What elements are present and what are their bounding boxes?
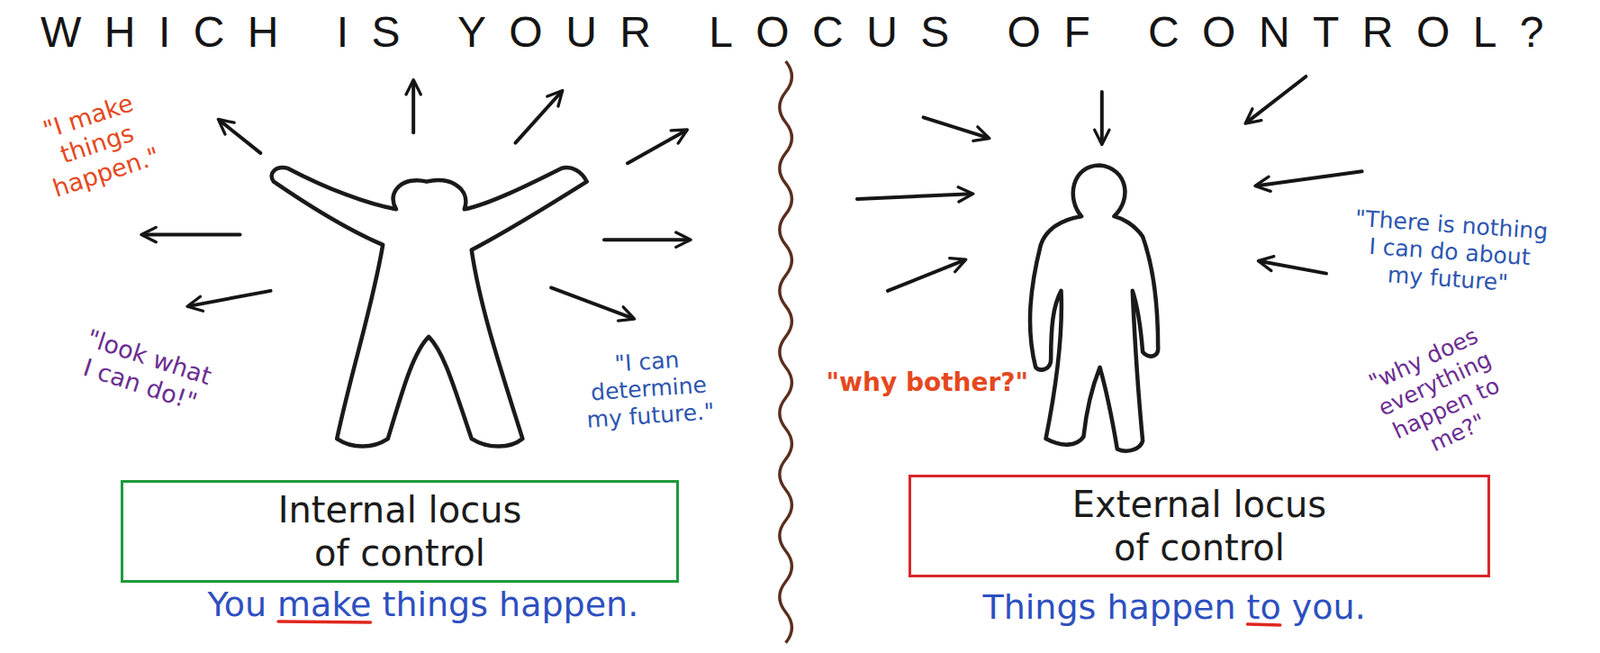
locus-box: Internal locus of control <box>120 479 679 583</box>
inward-arrow <box>887 260 965 291</box>
title-wrap: WHICH IS YOUR LOCUS OF CONTROL? <box>40 7 1567 57</box>
slumped-figure <box>1030 165 1158 452</box>
inward-arrow <box>857 193 972 199</box>
quote-text: "I can determine my future." <box>571 343 726 434</box>
outward-arrow <box>551 287 633 318</box>
quote-wrap: "look what I can do!" <box>68 321 219 421</box>
outward-arrow <box>604 237 689 242</box>
quote-wrap: "I make things happen." <box>9 78 185 210</box>
inward-arrow <box>1259 261 1327 274</box>
diagram-title: WHICH IS YOUR LOCUS OF CONTROL? <box>40 8 1567 56</box>
outward-arrow <box>143 233 241 237</box>
outward-arrow <box>627 130 687 163</box>
quote-text: "I make things happen." <box>9 78 185 210</box>
caption-text: You make things happen. <box>207 584 640 626</box>
box-label: Internal locus of control <box>262 488 538 575</box>
outward-arrow <box>219 120 261 154</box>
quote-wrap: "why bother?" <box>826 367 1030 398</box>
caption-text: Things happen to you. <box>983 587 1366 629</box>
quote-wrap: You make things happen. <box>207 584 640 626</box>
quote-wrap: "There is nothing I can do about my futu… <box>1346 204 1553 299</box>
inward-arrow <box>923 117 988 138</box>
outward-arrow <box>189 290 272 307</box>
confident-figure <box>271 167 588 447</box>
quote-text: "why does everything happen to me?" <box>1343 312 1538 480</box>
locus-box: External locus of control <box>908 474 1491 578</box>
outward-arrow <box>411 81 416 134</box>
quote-wrap: "why does everything happen to me?" <box>1343 312 1538 480</box>
quote-text: "There is nothing I can do about my futu… <box>1346 204 1553 299</box>
quote-text: "why bother?" <box>826 367 1030 398</box>
box-label: External locus of control <box>1062 482 1338 570</box>
wavy-divider <box>779 61 793 643</box>
inward-arrow <box>1256 171 1363 186</box>
outward-arrow <box>515 91 561 144</box>
quote-text: "look what I can do!" <box>68 321 219 421</box>
inward-arrow <box>1100 91 1104 144</box>
quote-wrap: "I can determine my future." <box>571 343 726 434</box>
quote-wrap: Things happen to you. <box>983 587 1366 629</box>
inward-arrow <box>1247 76 1307 123</box>
